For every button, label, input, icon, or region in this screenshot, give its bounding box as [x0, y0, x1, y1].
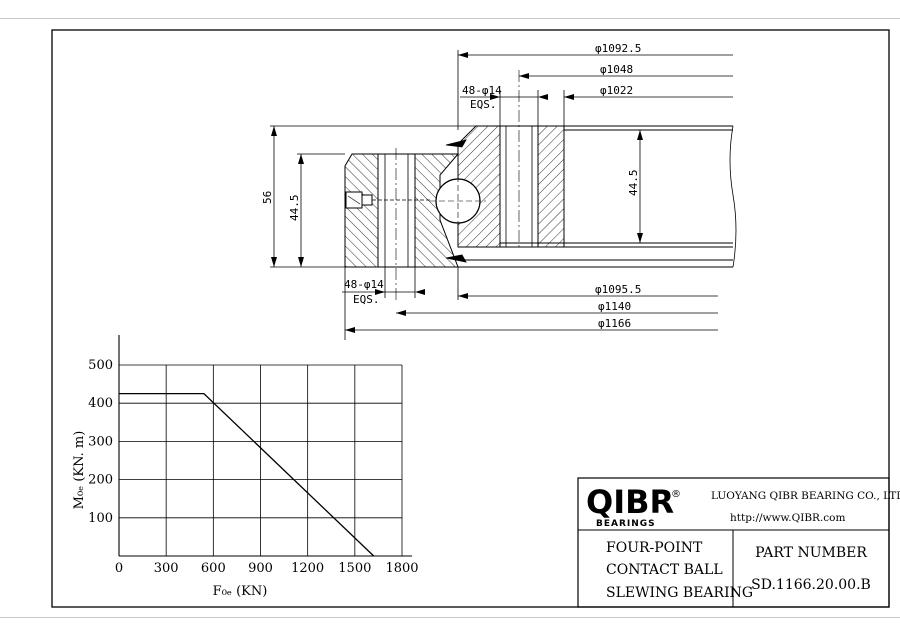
y-tick-label: 200	[88, 473, 113, 488]
part-number-value: SD.1166.20.00.B	[751, 577, 871, 593]
dim-1095-5: φ1095.5	[595, 283, 641, 296]
dim-holes-bottom: 48-φ14	[344, 278, 384, 291]
x-tick-label: 1200	[291, 561, 324, 576]
load-curve-line	[119, 392, 375, 557]
dim-1092-5: φ1092.5	[595, 42, 641, 55]
x-tick-label: 300	[154, 561, 179, 576]
logo-text: QIBR	[586, 483, 674, 521]
chart-grid	[119, 364, 403, 556]
drawing-frame	[51, 29, 890, 608]
title-block	[577, 477, 890, 608]
page-top-rule	[0, 18, 900, 19]
x-tick-label: 0	[115, 561, 123, 576]
qibr-logo: QIBR ® BEARINGS	[586, 483, 681, 529]
dim-height-56: 56	[261, 191, 274, 204]
y-axis-label: M₀ₑ (KN. m)	[72, 431, 87, 510]
desc-line-3: SLEWING BEARING	[606, 585, 753, 601]
dimension-arrows	[271, 52, 643, 333]
dim-eqs-bottom: EQS.	[353, 293, 380, 306]
logo-subtext: BEARINGS	[596, 519, 656, 529]
company-name: LUOYANG QIBR BEARING CO., LTD	[711, 490, 900, 502]
dim-1140: φ1140	[598, 300, 631, 313]
dim-eqs-top: EQS.	[470, 98, 497, 111]
load-chart: 0 300 600 900 1200 1500 1800 100 200 300 400 500 F…	[72, 335, 419, 599]
desc-line-1: FOUR-POINT	[606, 540, 703, 556]
desc-line-2: CONTACT BALL	[606, 562, 723, 578]
part-number-label: PART NUMBER	[755, 545, 867, 561]
dim-height-44-5-right: 44.5	[627, 170, 640, 197]
x-tick-label: 1500	[338, 561, 371, 576]
y-tick-label: 300	[88, 434, 113, 449]
x-tick-label: 600	[201, 561, 226, 576]
logo-registered: ®	[671, 489, 681, 500]
dim-holes-top: 48-φ14	[462, 84, 502, 97]
company-url: http://www.QIBR.com	[730, 512, 846, 524]
x-tick-label: 900	[248, 561, 273, 576]
dim-1048: φ1048	[600, 63, 633, 76]
y-tick-label: 100	[88, 511, 113, 526]
y-tick-label: 400	[88, 396, 113, 411]
x-tick-label: 1800	[385, 561, 418, 576]
bearing-cross-section	[344, 70, 737, 300]
x-axis-label: F₀ₑ (KN)	[213, 584, 268, 599]
dimension-lines	[270, 50, 733, 340]
page-bottom-rule	[0, 617, 900, 618]
dim-height-44-5-left: 44.5	[288, 195, 301, 222]
x-tick-labels: 0 300 600 900 1200 1500 1800	[115, 561, 419, 576]
y-tick-labels: 100 200 300 400 500	[88, 358, 113, 526]
y-tick-label: 500	[88, 358, 113, 373]
dim-1166: φ1166	[598, 317, 631, 330]
dim-1022: φ1022	[600, 84, 633, 97]
